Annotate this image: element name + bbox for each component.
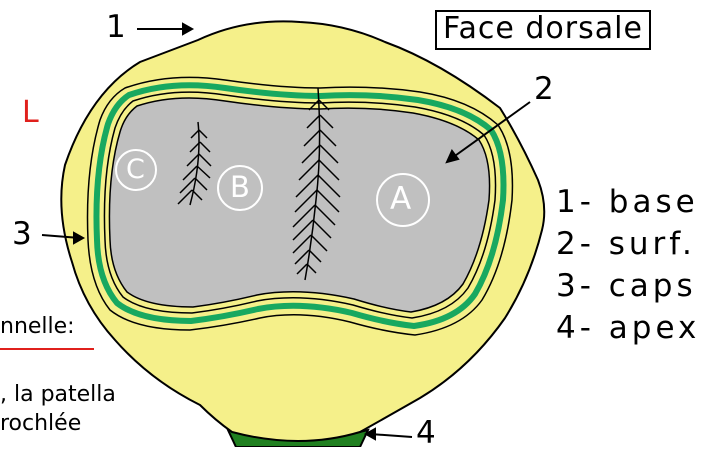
legend: 1- base 2- surf. 3- caps 4- apex xyxy=(556,187,700,355)
arrow-1 xyxy=(137,24,192,34)
legend-item-capsule: 3- caps xyxy=(556,271,700,313)
label-number-3: 3 xyxy=(12,219,33,250)
region-a-label: A xyxy=(390,184,411,215)
note-title: nnelle: xyxy=(0,316,94,338)
label-number-4: 4 xyxy=(416,418,437,449)
legend-item-apex: 4- apex xyxy=(556,313,700,355)
arrow-3 xyxy=(42,233,83,243)
region-b-label: B xyxy=(230,173,250,202)
articular-surface xyxy=(109,98,489,312)
arrow-4 xyxy=(366,429,412,439)
side-letter: L xyxy=(22,98,39,128)
label-number-2: 2 xyxy=(534,74,555,105)
view-title: Face dorsale xyxy=(435,10,651,50)
note-underline xyxy=(0,348,94,350)
region-c-label: C xyxy=(126,156,145,183)
label-number-1: 1 xyxy=(106,12,127,43)
note-line-2: rochlée xyxy=(0,413,81,435)
legend-item-surface: 2- surf. xyxy=(556,229,700,271)
legend-item-base: 1- base xyxy=(556,187,700,229)
note-line-1: , la patella xyxy=(0,384,116,406)
